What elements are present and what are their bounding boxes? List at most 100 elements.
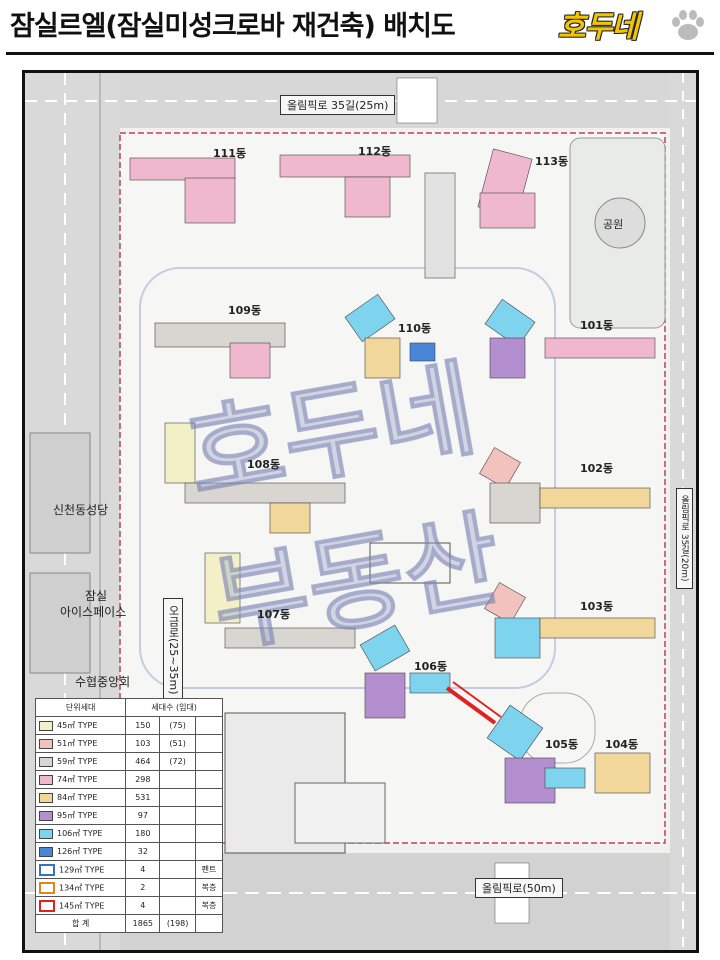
- legend-note: 복층: [194, 896, 224, 915]
- road-label-west: 오금로(25~35m): [163, 598, 183, 702]
- legend-count: 464: [125, 752, 161, 771]
- place-suhyup: 수협중앙회: [75, 675, 131, 689]
- legend-type-label: 126㎡ TYPE: [57, 847, 103, 856]
- legend-color-swatch: [39, 846, 53, 857]
- legend-color-swatch: [39, 810, 53, 821]
- legend-row: 84㎡ TYPE 531: [34, 788, 224, 807]
- legend-color-swatch: [39, 774, 53, 785]
- legend-type-label: 74㎡ TYPE: [57, 775, 98, 784]
- legend-color-swatch: [39, 863, 55, 876]
- legend-count: 150: [125, 716, 161, 735]
- legend-count: 97: [125, 806, 161, 825]
- building-106: 106동: [414, 660, 448, 673]
- legend-row: 106㎡ TYPE 180: [34, 824, 224, 843]
- legend-note: [194, 752, 224, 771]
- brand-logo: 호두네: [558, 10, 639, 45]
- legend-total-row: 합 계 1865 (198): [34, 914, 224, 933]
- legend-note: [194, 842, 224, 861]
- title-underline: [6, 52, 714, 55]
- unit-type-legend: 단위세대 세대수 (임대) 45㎡ TYPE 150(75) 51㎡ TYPE 103…: [34, 698, 224, 933]
- legend-type-label: 51㎡ TYPE: [57, 739, 98, 748]
- legend-count: 32: [125, 842, 161, 861]
- legend-count: 531: [125, 788, 161, 807]
- road-label-south: 올림픽로(50m): [475, 878, 563, 898]
- legend-total-rental: (198): [159, 914, 196, 933]
- legend-color-swatch: [39, 899, 55, 912]
- place-shinchon-church: 신천동성당: [53, 503, 109, 517]
- legend-note: [194, 806, 224, 825]
- legend-type-label: 106㎡ TYPE: [57, 829, 103, 838]
- legend-row: 74㎡ TYPE 298: [34, 770, 224, 789]
- paw-icon: [672, 10, 704, 40]
- legend-rental: [159, 896, 196, 915]
- legend-row: 134㎡ TYPE 2 복층: [34, 878, 224, 897]
- legend-color-swatch: [39, 792, 53, 803]
- legend-color-swatch: [39, 881, 55, 894]
- legend-rental: [159, 860, 196, 879]
- legend-count: 2: [125, 878, 161, 897]
- legend-note: 복층: [194, 878, 224, 897]
- legend-count: 298: [125, 770, 161, 789]
- legend-count: 180: [125, 824, 161, 843]
- building-108: 108동: [247, 458, 281, 471]
- legend-color-swatch: [39, 720, 53, 731]
- legend-note: 펜트: [194, 860, 224, 879]
- legend-note: [194, 824, 224, 843]
- legend-total-label: 합 계: [34, 914, 127, 933]
- legend-row: 126㎡ TYPE 32: [34, 842, 224, 861]
- page-title: 잠실르엘(잠실미성크로바 재건축) 배치도: [10, 11, 456, 42]
- building-105: 105동: [545, 738, 579, 751]
- building-111: 111동: [213, 147, 247, 160]
- legend-count: 4: [125, 860, 161, 879]
- legend-type-label: 59㎡ TYPE: [57, 757, 98, 766]
- legend-note: [194, 770, 224, 789]
- legend-color-swatch: [39, 738, 53, 749]
- legend-rental: [159, 806, 196, 825]
- legend-count: 103: [125, 734, 161, 753]
- building-101: 101동: [580, 319, 614, 332]
- legend-row: 129㎡ TYPE 4 펜트: [34, 860, 224, 879]
- legend-rental: (72): [159, 752, 196, 771]
- site-plan-map: 호두네 부동산 올림픽로 35길(25m) 올림픽로(50m) 오금로(25~3…: [22, 70, 699, 953]
- legend-color-swatch: [39, 756, 53, 767]
- legend-row: 45㎡ TYPE 150(75): [34, 716, 224, 735]
- legend-count: 4: [125, 896, 161, 915]
- place-icespace: 아이스페이스: [60, 605, 127, 619]
- legend-header-row: 단위세대 세대수 (임대): [34, 698, 223, 717]
- legend-row: 51㎡ TYPE 103(51): [34, 734, 224, 753]
- building-103: 103동: [580, 600, 614, 613]
- legend-row: 145㎡ TYPE 4 복층: [34, 896, 224, 915]
- building-110: 110동: [398, 322, 432, 335]
- place-park: 공원: [603, 218, 624, 231]
- legend-rental: (51): [159, 734, 196, 753]
- legend-row: 95㎡ TYPE 97: [34, 806, 224, 825]
- legend-note: [194, 716, 224, 735]
- building-102: 102동: [580, 462, 614, 475]
- legend-row: 59㎡ TYPE 464(72): [34, 752, 224, 771]
- legend-rental: [159, 878, 196, 897]
- legend-type-label: 84㎡ TYPE: [57, 793, 98, 802]
- legend-rental: [159, 824, 196, 843]
- legend-type-label: 134㎡ TYPE: [59, 883, 105, 892]
- legend-type-label: 95㎡ TYPE: [57, 811, 98, 820]
- building-104: 104동: [605, 738, 639, 751]
- legend-type-label: 145㎡ TYPE: [59, 901, 105, 910]
- legend-type-label: 129㎡ TYPE: [59, 865, 105, 874]
- legend-color-swatch: [39, 828, 53, 839]
- road-label-east: 올림픽로 35길(20m): [676, 488, 693, 589]
- legend-total-count: 1865: [125, 914, 161, 933]
- legend-note: [194, 734, 224, 753]
- legend-rental: [159, 842, 196, 861]
- road-label-north: 올림픽로 35길(25m): [280, 95, 396, 115]
- legend-note: [194, 788, 224, 807]
- legend-header-count: 세대수 (임대): [125, 698, 223, 717]
- building-113: 113동: [535, 155, 569, 168]
- legend-type-label: 45㎡ TYPE: [57, 721, 98, 730]
- legend-rental: [159, 788, 196, 807]
- building-112: 112동: [358, 145, 392, 158]
- building-109: 109동: [228, 304, 262, 317]
- legend-header-type: 단위세대: [34, 698, 127, 717]
- building-107: 107동: [257, 608, 291, 621]
- legend-rental: [159, 770, 196, 789]
- legend-rental: (75): [159, 716, 196, 735]
